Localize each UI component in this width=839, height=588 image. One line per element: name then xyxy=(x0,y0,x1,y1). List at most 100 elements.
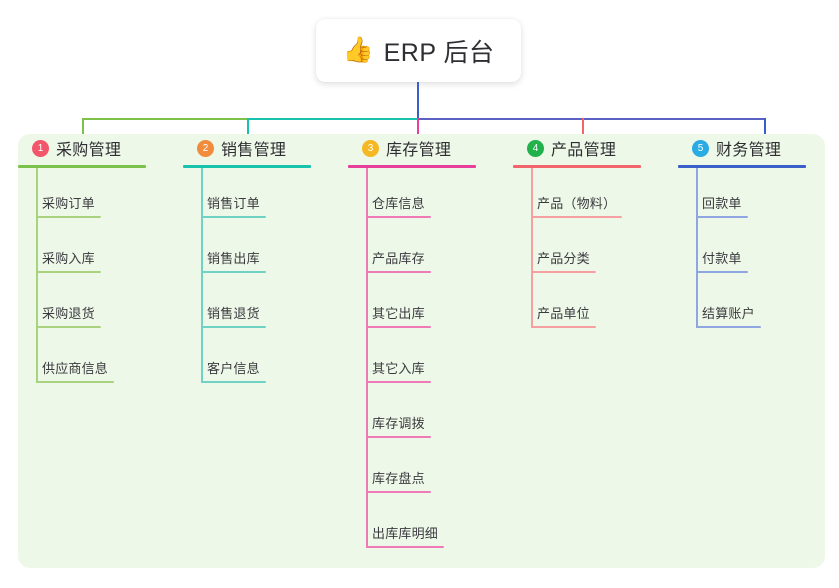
leaf-item[interactable]: 产品分类 xyxy=(531,248,596,273)
branch-header-4[interactable]: 4 产品管理 xyxy=(513,134,663,162)
leaf-rule xyxy=(36,326,101,328)
branch-leaf-list: 仓库信息产品库存其它出库其它入库库存调拨库存盘点出库库明细 xyxy=(348,193,498,578)
branch-drop-line-3 xyxy=(417,118,419,146)
root-stem-line xyxy=(417,82,419,120)
leaf-item[interactable]: 仓库信息 xyxy=(366,193,431,218)
leaf-label: 产品单位 xyxy=(537,306,590,321)
leaf-rule xyxy=(36,381,115,383)
leaf-rule xyxy=(201,326,266,328)
branch-leaf-list: 采购订单采购入库采购退货供应商信息 xyxy=(18,193,168,413)
leaf-item[interactable]: 销售订单 xyxy=(201,193,266,218)
branch-title: 销售管理 xyxy=(221,142,287,159)
branch-number-badge: 3 xyxy=(362,139,379,157)
leaf-label: 库存调拨 xyxy=(372,416,425,431)
leaf-label: 销售出库 xyxy=(207,251,260,266)
branch-number-badge: 2 xyxy=(197,139,214,157)
leaf-item[interactable]: 出库库明细 xyxy=(366,523,445,548)
leaf-rule xyxy=(201,271,266,273)
leaf-label: 采购退货 xyxy=(42,306,95,321)
leaf-item[interactable]: 付款单 xyxy=(696,248,748,273)
leaf-item[interactable]: 其它入库 xyxy=(366,358,431,383)
leaf-rule xyxy=(696,271,748,273)
root-node[interactable]: 👍 ERP 后台 xyxy=(316,19,521,82)
branch-number-badge: 5 xyxy=(692,139,709,157)
bus-segment-1 xyxy=(82,118,248,120)
leaf-rule xyxy=(366,326,431,328)
branch-header-rule xyxy=(18,165,146,168)
leaf-item[interactable]: 产品（物料） xyxy=(531,193,623,218)
root-node-label: ERP 后台 xyxy=(383,38,495,67)
branch-title: 产品管理 xyxy=(551,142,617,159)
leaf-rule xyxy=(201,216,266,218)
leaf-label: 其它入库 xyxy=(372,361,425,376)
branch-number-badge: 4 xyxy=(527,139,544,157)
leaf-label: 采购入库 xyxy=(42,251,95,266)
leaf-rule xyxy=(531,326,596,328)
branch-header-rule xyxy=(183,165,311,168)
leaf-item[interactable]: 销售出库 xyxy=(201,248,266,273)
branch-header-3[interactable]: 3 库存管理 xyxy=(348,134,498,162)
branch-column-2: 2 销售管理销售订单销售出库销售退货客户信息 xyxy=(183,134,333,413)
branch-leaf-list: 产品（物料） 产品分类产品单位 xyxy=(513,193,663,358)
leaf-label: 采购订单 xyxy=(42,196,95,211)
leaf-item[interactable]: 回款单 xyxy=(696,193,748,218)
branch-column-3: 3 库存管理仓库信息产品库存其它出库其它入库库存调拨库存盘点出库库明细 xyxy=(348,134,498,578)
branch-drop-line-2 xyxy=(247,118,249,146)
leaf-item[interactable]: 库存调拨 xyxy=(366,413,431,438)
branch-trunk-line xyxy=(696,168,698,328)
leaf-rule xyxy=(696,216,748,218)
leaf-item[interactable]: 结算账户 xyxy=(696,303,761,328)
branch-drop-line-1 xyxy=(82,118,84,146)
leaf-item[interactable]: 采购订单 xyxy=(36,193,101,218)
branch-title: 库存管理 xyxy=(386,142,452,159)
leaf-label: 客户信息 xyxy=(207,361,260,376)
leaf-label: 库存盘点 xyxy=(372,471,425,486)
leaf-item[interactable]: 产品单位 xyxy=(531,303,596,328)
branch-drop-line-4 xyxy=(582,118,584,146)
leaf-rule xyxy=(366,436,431,438)
leaf-label: 回款单 xyxy=(702,196,742,211)
branch-leaf-list: 回款单付款单结算账户 xyxy=(678,193,818,358)
leaf-label: 出库库明细 xyxy=(372,526,439,541)
leaf-rule xyxy=(201,381,266,383)
branch-header-5[interactable]: 5 财务管理 xyxy=(678,134,818,162)
branch-title: 财务管理 xyxy=(716,142,782,159)
leaf-item[interactable]: 其它出库 xyxy=(366,303,431,328)
leaf-rule xyxy=(366,491,431,493)
bus-segment-3 xyxy=(419,118,766,120)
leaf-item[interactable]: 供应商信息 xyxy=(36,358,115,383)
branch-header-2[interactable]: 2 销售管理 xyxy=(183,134,333,162)
leaf-rule xyxy=(366,271,431,273)
leaf-label: 产品库存 xyxy=(372,251,425,266)
leaf-rule xyxy=(531,271,596,273)
branch-header-rule xyxy=(348,165,476,168)
branch-trunk-line xyxy=(36,168,38,383)
leaf-item[interactable]: 销售退货 xyxy=(201,303,266,328)
leaf-label: 销售订单 xyxy=(207,196,260,211)
branch-drop-line-5 xyxy=(764,118,766,146)
leaf-rule xyxy=(366,381,431,383)
leaf-label: 其它出库 xyxy=(372,306,425,321)
leaf-label: 供应商信息 xyxy=(42,361,109,376)
thumbs-up-icon: 👍 xyxy=(342,36,374,64)
leaf-item[interactable]: 客户信息 xyxy=(201,358,266,383)
leaf-item[interactable]: 库存盘点 xyxy=(366,468,431,493)
leaf-rule xyxy=(366,546,445,548)
leaf-item[interactable]: 产品库存 xyxy=(366,248,431,273)
leaf-rule xyxy=(36,271,101,273)
branch-header-rule xyxy=(513,165,641,168)
branch-trunk-line xyxy=(366,168,368,548)
branch-trunk-line xyxy=(531,168,533,328)
leaf-rule xyxy=(696,326,761,328)
branch-column-4: 4 产品管理产品（物料） 产品分类产品单位 xyxy=(513,134,663,358)
branch-leaf-list: 销售订单销售出库销售退货客户信息 xyxy=(183,193,333,413)
branch-header-rule xyxy=(678,165,806,168)
bus-segment-2 xyxy=(248,118,419,120)
leaf-rule xyxy=(366,216,431,218)
leaf-item[interactable]: 采购退货 xyxy=(36,303,101,328)
leaf-item[interactable]: 采购入库 xyxy=(36,248,101,273)
